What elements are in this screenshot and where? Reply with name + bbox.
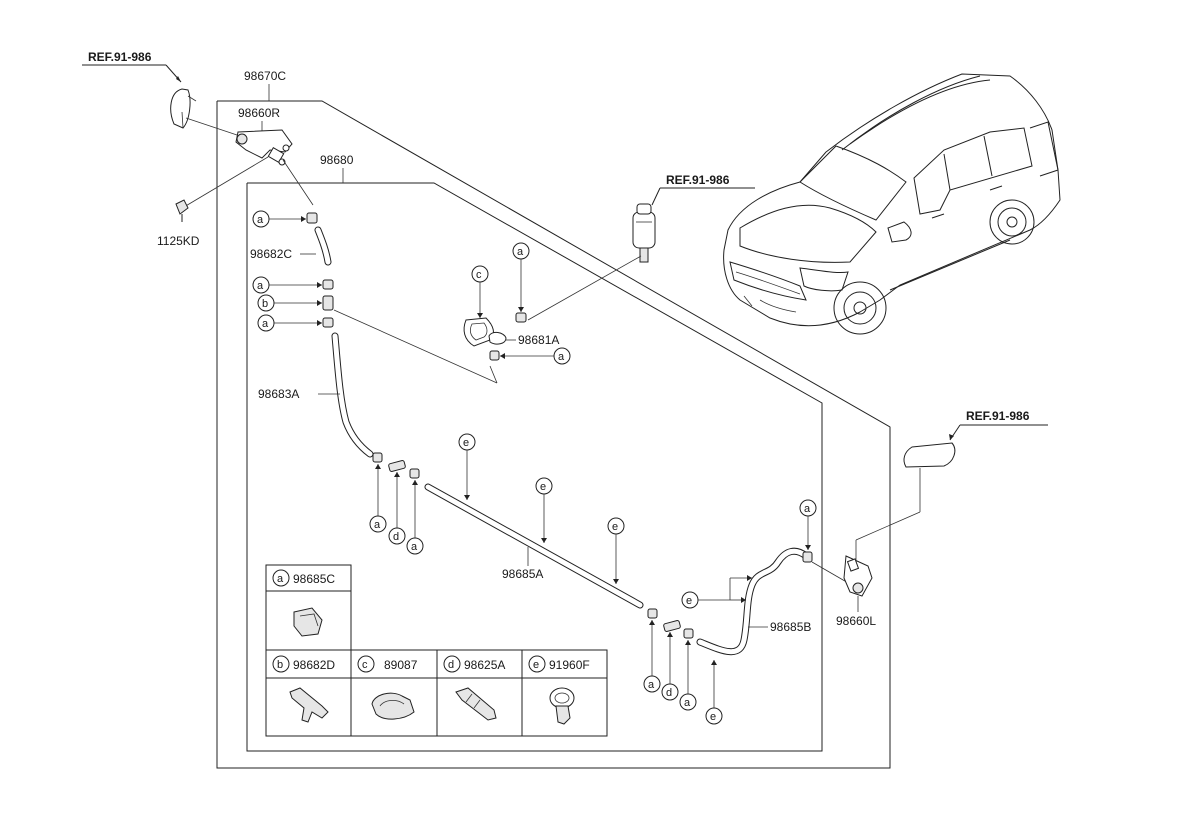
svg-text:a: a [262,318,269,330]
ref-pump[interactable]: REF.91-986 [651,173,755,206]
marker-a-4[interactable]: a [369,464,387,533]
clip-a-9 [515,312,527,323]
svg-text:a: a [648,679,655,691]
clip-a-4 [372,452,383,463]
svg-text:a: a [411,541,418,553]
legend-item-d: d 98625A [443,655,505,721]
svg-text:e: e [612,521,618,533]
clip-a-7 [683,628,694,639]
inner-frame [246,182,823,752]
parts-legend: a 98685C b 98682D c 89087 d 98625A [265,564,608,737]
label-98660L: 98660L [836,614,876,628]
marker-a-2[interactable]: a [252,276,322,294]
marker-d-1[interactable]: d [388,472,406,545]
marker-e-1[interactable]: e [458,433,476,500]
ref-top-left-label: REF.91-986 [88,50,152,64]
marker-d-2[interactable]: d [661,632,679,701]
legend-part-a: 98685C [293,572,335,586]
svg-text:a: a [257,280,264,292]
label-98685B: 98685B [770,620,811,634]
svg-text:d: d [393,531,399,543]
clip-a-6 [647,608,658,619]
marker-a-5[interactable]: a [406,480,424,555]
svg-text:b: b [277,659,283,671]
bolt-1125KD: 1125KD [157,156,269,248]
label-98683A: 98683A [258,387,299,401]
legend-part-c: 89087 [384,658,418,672]
label-98670C: 98670C [244,69,286,83]
label-98685A: 98685A [502,567,543,581]
marker-a-3[interactable]: a [257,314,322,332]
label-98681A: 98681A [518,333,559,347]
svg-text:b: b [262,298,268,310]
marker-e-3[interactable]: e [607,517,625,584]
ref-right-label: REF.91-986 [966,409,1030,423]
connector-d-2 [663,620,681,632]
washer-pump [632,203,656,263]
ref-pump-label: REF.91-986 [666,173,730,187]
svg-text:a: a [804,503,811,515]
svg-text:a: a [277,573,284,585]
clip-a-10 [489,350,500,361]
svg-text:a: a [374,519,381,531]
legend-part-e: 91960F [549,658,590,672]
svg-text:d: d [448,659,454,671]
ref-top-left[interactable]: REF.91-986 [82,50,182,83]
nozzle-cap-right [855,442,956,560]
outer-frame [216,100,891,769]
clip-a-5 [409,468,420,479]
marker-a-10[interactable]: a [500,347,571,365]
clip-a-8 [802,551,813,563]
svg-text:c: c [476,269,482,281]
clamp-89087 [463,317,494,347]
label-98660R: 98660R [238,106,280,120]
legend-item-c: c 89087 [357,655,418,720]
svg-text:a: a [257,214,264,226]
legend-item-b: b 98682D [272,655,335,723]
label-1125KD: 1125KD [157,234,200,248]
vehicle-illustration [723,73,1061,335]
legend-item-a: a 98685C [272,569,335,637]
clip-a-1 [306,212,318,224]
label-98682C: 98682C [250,247,292,261]
marker-c-1[interactable]: c [471,265,489,318]
marker-a-8[interactable]: a [799,499,817,550]
clip-a-3 [322,317,334,328]
marker-a-7[interactable]: a [679,640,697,711]
marker-a-9[interactable]: a [512,242,530,312]
clip-a-2 [322,279,334,290]
check-valve-98681A [488,331,507,345]
svg-text:e: e [710,711,716,723]
label-98680: 98680 [320,153,354,167]
marker-a-6[interactable]: a [643,620,661,693]
washer-nozzle-left [843,555,873,597]
nozzle-cap-left [170,88,241,137]
svg-text:e: e [540,481,546,493]
svg-text:a: a [558,351,565,363]
svg-text:c: c [362,659,368,671]
washer-nozzle-right [235,129,293,166]
svg-text:a: a [684,697,691,709]
legend-part-d: 98625A [464,658,505,672]
marker-e-4[interactable]: e [681,575,752,609]
hose-98685B [696,547,810,656]
marker-e-5[interactable]: e [705,660,723,725]
svg-text:e: e [686,595,692,607]
svg-text:e: e [463,437,469,449]
ref-right[interactable]: REF.91-986 [949,409,1048,441]
svg-text:e: e [533,659,539,671]
legend-item-e: e 91960F [528,655,590,725]
svg-text:d: d [666,687,672,699]
marker-b-1[interactable]: b [257,294,322,312]
connector-b-1 [322,295,334,311]
marker-a-1[interactable]: a [252,210,306,228]
connector-d-1 [388,460,406,472]
marker-e-2[interactable]: e [535,477,553,543]
legend-part-b: 98682D [293,658,335,672]
svg-text:a: a [517,246,524,258]
